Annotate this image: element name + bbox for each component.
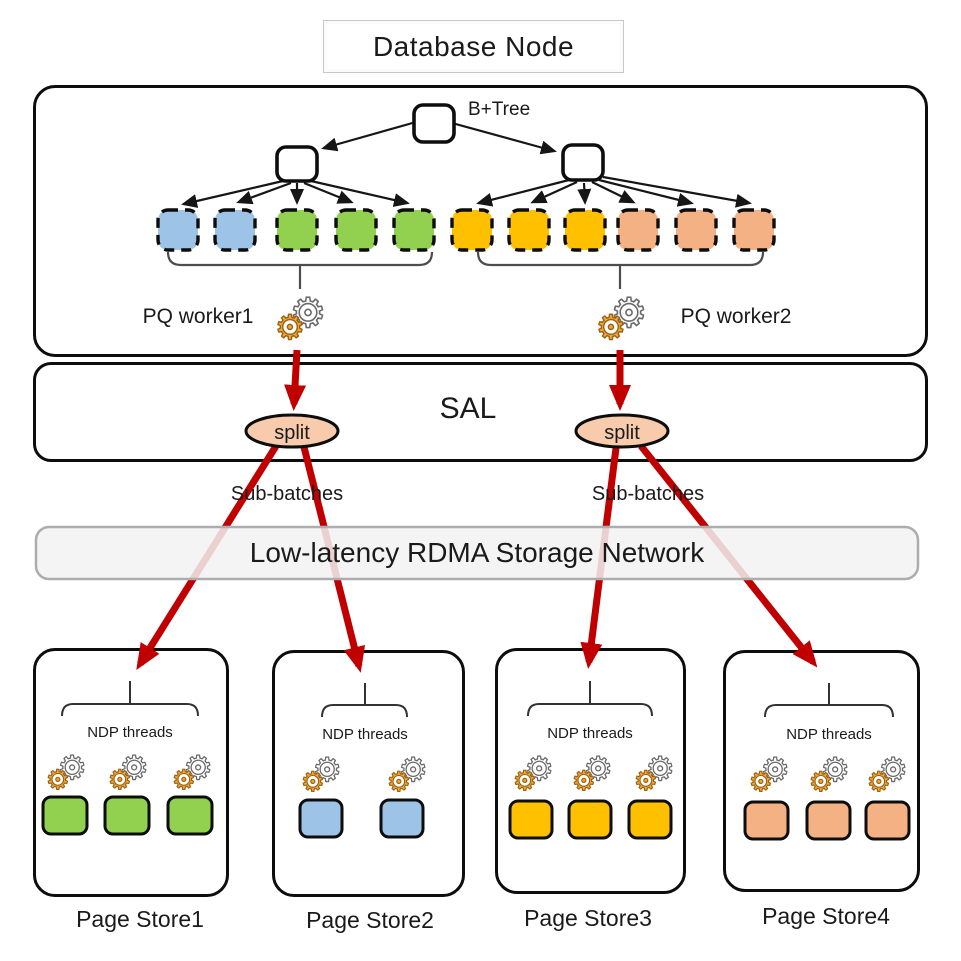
btree-leaf-page [213, 208, 257, 252]
data-page [379, 798, 425, 839]
ndp-threads-label-2: NDP threads [322, 726, 408, 743]
split-operators: split split [244, 413, 670, 449]
page-store-pages [41, 795, 911, 841]
rdma-network-bar [34, 525, 920, 581]
btree-leaf-page [392, 208, 436, 252]
btree-leaf-page [275, 208, 319, 252]
ndp-thread-gear-icon [865, 750, 909, 799]
ndp-threads-label-1: NDP threads [87, 724, 173, 741]
data-page [805, 800, 852, 841]
pq-worker2-label: PQ worker2 [680, 305, 792, 328]
split-ellipse-1 [244, 413, 340, 449]
btree-leaf-page [732, 208, 776, 252]
ndp-threads-label-3: NDP threads [547, 725, 633, 742]
page-store2-label: Page Store2 [306, 907, 434, 933]
ndp-thread-gear-icon [170, 748, 214, 797]
data-page [508, 799, 554, 840]
ndp-thread-gear-icon [385, 750, 429, 799]
btree-label: B+Tree [468, 99, 531, 120]
ndp-thread-gear-icon [570, 749, 614, 798]
ndp-thread-gear-icon [511, 749, 555, 798]
sub-batches-label-2: Sub-batches [591, 483, 705, 505]
split-label-1: split [274, 422, 310, 444]
btree-leaf-page [334, 208, 378, 252]
page-store4-label: Page Store4 [762, 903, 890, 929]
worker1-to-split-arrow [284, 349, 307, 411]
page-store1-label: Page Store1 [76, 906, 204, 932]
data-page [627, 799, 673, 840]
ndp-thread-gear-icon [299, 750, 343, 799]
btree-leaf-page [156, 208, 200, 252]
sub-batches-label-1: Sub-batches [230, 483, 344, 505]
leaf-group-braces [166, 251, 765, 289]
ndp-thread-gear-icon [106, 748, 150, 797]
pq-worker2-gear-icon [594, 288, 649, 349]
rdma-network-label: Low-latency RDMA Storage Network [249, 537, 705, 568]
data-page [298, 798, 344, 839]
btree-leaf-page [563, 208, 607, 252]
page-store3-label: Page Store3 [524, 905, 652, 931]
database-node-title-box: Database Node [323, 20, 624, 73]
split-ellipse-2 [574, 413, 670, 449]
btree-leaf-page [450, 208, 494, 252]
btree-root-node [412, 103, 456, 144]
btree-internal-node-right [561, 143, 605, 182]
pq-worker1-gear-icon [273, 288, 328, 349]
ndp-thread-gear-icon [807, 750, 851, 799]
btree-edges [181, 120, 752, 208]
pq-worker1-label: PQ worker1 [142, 305, 254, 328]
btree-leaf-page [616, 208, 660, 252]
btree-leaf-page [674, 208, 718, 252]
btree-nodes [275, 103, 605, 183]
split-label-2: split [604, 422, 640, 444]
btree-leaves [156, 208, 776, 252]
ndp-thread-gear-icon [44, 748, 88, 797]
data-page [567, 799, 613, 840]
btree-leaf-page [507, 208, 551, 252]
data-page [103, 795, 151, 836]
data-page [41, 795, 89, 836]
ndp-thread-gear-icon [632, 749, 676, 798]
sal-label: SAL [439, 392, 497, 425]
database-node-title: Database Node [372, 30, 575, 62]
data-page [166, 795, 214, 836]
sal-box [33, 362, 928, 462]
ndp-thread-gear-icon [747, 750, 791, 799]
data-page [743, 800, 790, 841]
btree-internal-node-left [275, 145, 319, 183]
ndp-thread-brackets [61, 681, 894, 718]
data-page [864, 800, 911, 841]
ndp-threads-label-4: NDP threads [786, 726, 872, 743]
